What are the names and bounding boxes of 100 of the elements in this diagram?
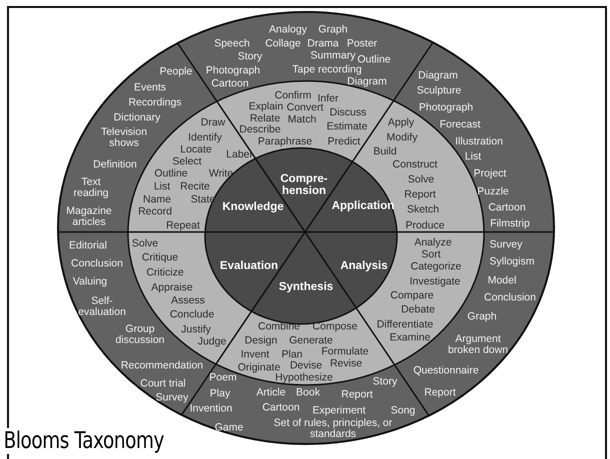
product-label: Recordings [128, 98, 182, 108]
verb-label: Compare [390, 290, 434, 302]
product-label: Drama [307, 38, 339, 50]
product-label: Story [372, 376, 398, 388]
verb-label: Plan [282, 350, 302, 360]
verb-label: Compose [312, 322, 358, 332]
product-label: Television shows [100, 127, 148, 149]
product-label: Poem [209, 372, 237, 384]
verb-label: Differentiate [376, 320, 434, 330]
product-label: People [160, 66, 192, 78]
product-label: Editorial [69, 240, 107, 252]
verb-label: Report [404, 190, 436, 200]
product-label: Speech [214, 38, 250, 50]
verb-label: Apply [388, 118, 414, 128]
category-label: Application [332, 200, 394, 212]
product-label: Article [256, 388, 286, 398]
verb-label: Discuss [330, 108, 366, 118]
verb-label: Relate [250, 114, 280, 124]
product-label: Definition [93, 160, 137, 170]
product-label: Collage [265, 38, 301, 50]
verb-label: Locate [180, 144, 212, 156]
product-label: Photograph [206, 66, 260, 76]
verb-label: Devise [290, 360, 322, 372]
verb-label: Formulate [321, 346, 369, 358]
product-label: Puzzle [477, 186, 509, 198]
product-label: Summary [310, 50, 356, 62]
verb-label: Identify [188, 132, 222, 144]
verb-label: Investigate [410, 276, 460, 288]
verb-label: Recite [180, 182, 210, 192]
verb-label: Paraphrase [258, 136, 312, 148]
category-label: Synthesis [278, 281, 334, 293]
verb-label: Conclude [170, 310, 214, 320]
product-label: Questionnaire [413, 366, 479, 376]
verb-label: Originate [238, 362, 280, 374]
product-label: Outline [357, 54, 391, 66]
product-label: Recommendation [120, 360, 204, 372]
verb-label: Infer [318, 94, 338, 104]
product-label: Cartoon [211, 78, 249, 90]
category-label: Knowledge [222, 201, 284, 213]
verb-label: Confirm [274, 90, 312, 102]
product-label: Conclusion [484, 292, 536, 304]
product-label: Survey [156, 392, 188, 404]
product-label: Cartoon [488, 202, 526, 214]
verb-label: Produce [405, 220, 445, 232]
product-label: Tape recording [292, 64, 362, 76]
verb-label: Invent [240, 350, 270, 360]
product-label: Project [474, 168, 506, 180]
product-label: Text reading [72, 177, 110, 199]
verb-label: Build [373, 146, 397, 158]
product-label: Cartoon [262, 402, 300, 414]
verb-label: Outline [154, 168, 188, 180]
product-label: Song [390, 406, 416, 416]
verb-label: Solve [408, 174, 434, 186]
product-label: Report [424, 388, 456, 398]
product-label: List [464, 152, 482, 162]
product-label: Invention [190, 404, 232, 414]
product-label: Conclusion [71, 258, 123, 270]
product-label: Self- evaluation [77, 296, 127, 318]
product-label: Diagram [347, 76, 387, 88]
verb-label: List [154, 182, 170, 192]
category-label: Evaluation [220, 260, 278, 272]
product-label: Valuing [72, 276, 108, 288]
product-label: Photograph [418, 102, 474, 114]
verb-label: Draw [200, 118, 226, 128]
verb-label: Match [288, 114, 316, 126]
verb-label: Sketch [406, 204, 440, 216]
category-label: Analysis [340, 260, 388, 272]
product-label: Events [134, 82, 166, 94]
verb-label: Criticize [146, 268, 184, 278]
product-label: Model [488, 276, 516, 286]
verb-label: Convert [286, 102, 324, 114]
verb-label: Repeat [166, 220, 200, 232]
verb-label: Hypothesize [275, 372, 333, 384]
product-label: Survey [490, 240, 522, 250]
verb-label: Justify [181, 324, 211, 336]
verb-label: Select [172, 156, 202, 168]
product-label: Set of rules, principles, or standards [272, 418, 394, 440]
product-label: Play [210, 388, 230, 400]
verb-label: Critique [142, 252, 178, 264]
verb-label: Appraise [151, 282, 193, 294]
verb-label: Modify [386, 132, 418, 144]
product-label: Graph [467, 312, 497, 322]
verb-label: Revise [330, 358, 362, 370]
verb-label: Debate [401, 304, 435, 316]
product-label: Syllogism [490, 256, 534, 268]
verb-label: Generate [289, 336, 333, 346]
verb-label: Name [143, 194, 171, 206]
product-label: Illustration [455, 136, 503, 148]
verb-label: Describe [239, 124, 281, 136]
product-label: Analogy [269, 24, 307, 36]
product-label: Story [238, 52, 262, 62]
product-label: Graph [318, 24, 348, 36]
verb-label: Assess [171, 296, 205, 306]
verb-label: Solve [132, 238, 158, 250]
product-label: Sculpture [416, 86, 462, 96]
product-label: Group discussion [114, 324, 166, 346]
product-label: Magazine articles [65, 206, 113, 228]
verb-label: Construct [392, 160, 438, 170]
product-label: Poster [346, 38, 378, 50]
product-label: Diagram [418, 70, 458, 82]
